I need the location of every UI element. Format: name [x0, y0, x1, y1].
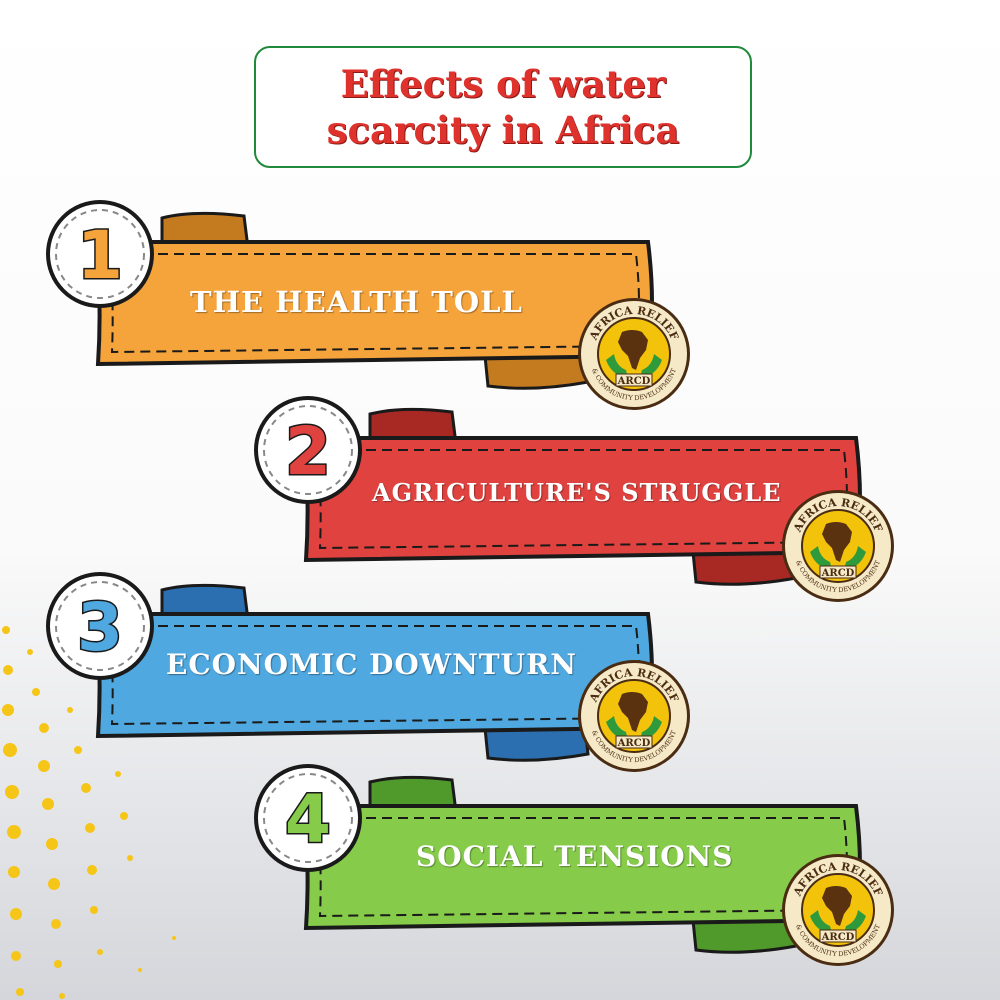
number-badge: [254, 764, 362, 872]
number-label: 1: [77, 217, 123, 294]
banner-label: ECONOMIC DOWNTURN: [166, 648, 577, 681]
svg-text:ARCD: ARCD: [617, 738, 651, 749]
hand-right-icon: [640, 354, 662, 378]
number-badge: [46, 200, 154, 308]
hand-left-icon: [606, 716, 628, 740]
banner-label: SOCIAL TENSIONS: [416, 840, 734, 873]
banner-item-2: 2: [252, 392, 872, 602]
svg-text:ARCD: ARCD: [821, 932, 855, 943]
banner-item-3: 3: [44, 568, 664, 778]
title-box: Effects of water scarcity in Africa: [254, 46, 752, 168]
hand-left-icon: [810, 546, 832, 570]
hand-right-icon: [640, 716, 662, 740]
decorative-dots: [2, 626, 176, 999]
svg-text:ARCD: ARCD: [821, 568, 855, 579]
number-label: 3: [77, 589, 123, 666]
africa-map-icon: [618, 692, 648, 732]
title-line-2: scarcity in Africa: [326, 108, 680, 152]
banner-item-1: 1: [44, 196, 664, 406]
number-label: 4: [285, 781, 331, 858]
hand-left-icon: [606, 354, 628, 378]
hand-right-icon: [844, 910, 866, 934]
africa-map-icon: [822, 522, 852, 562]
number-label: 2: [285, 413, 331, 490]
number-badge: [46, 572, 154, 680]
number-badge: [254, 396, 362, 504]
svg-text:ARCD: ARCD: [617, 376, 651, 387]
africa-map-icon: [822, 886, 852, 926]
africa-map-icon: [618, 330, 648, 370]
hand-left-icon: [810, 910, 832, 934]
banner-label: AGRICULTURE'S STRUGGLE: [372, 478, 782, 507]
title-line-1: Effects of water: [340, 62, 666, 106]
hand-right-icon: [844, 546, 866, 570]
banner-label: THE HEALTH TOLL: [190, 285, 523, 319]
